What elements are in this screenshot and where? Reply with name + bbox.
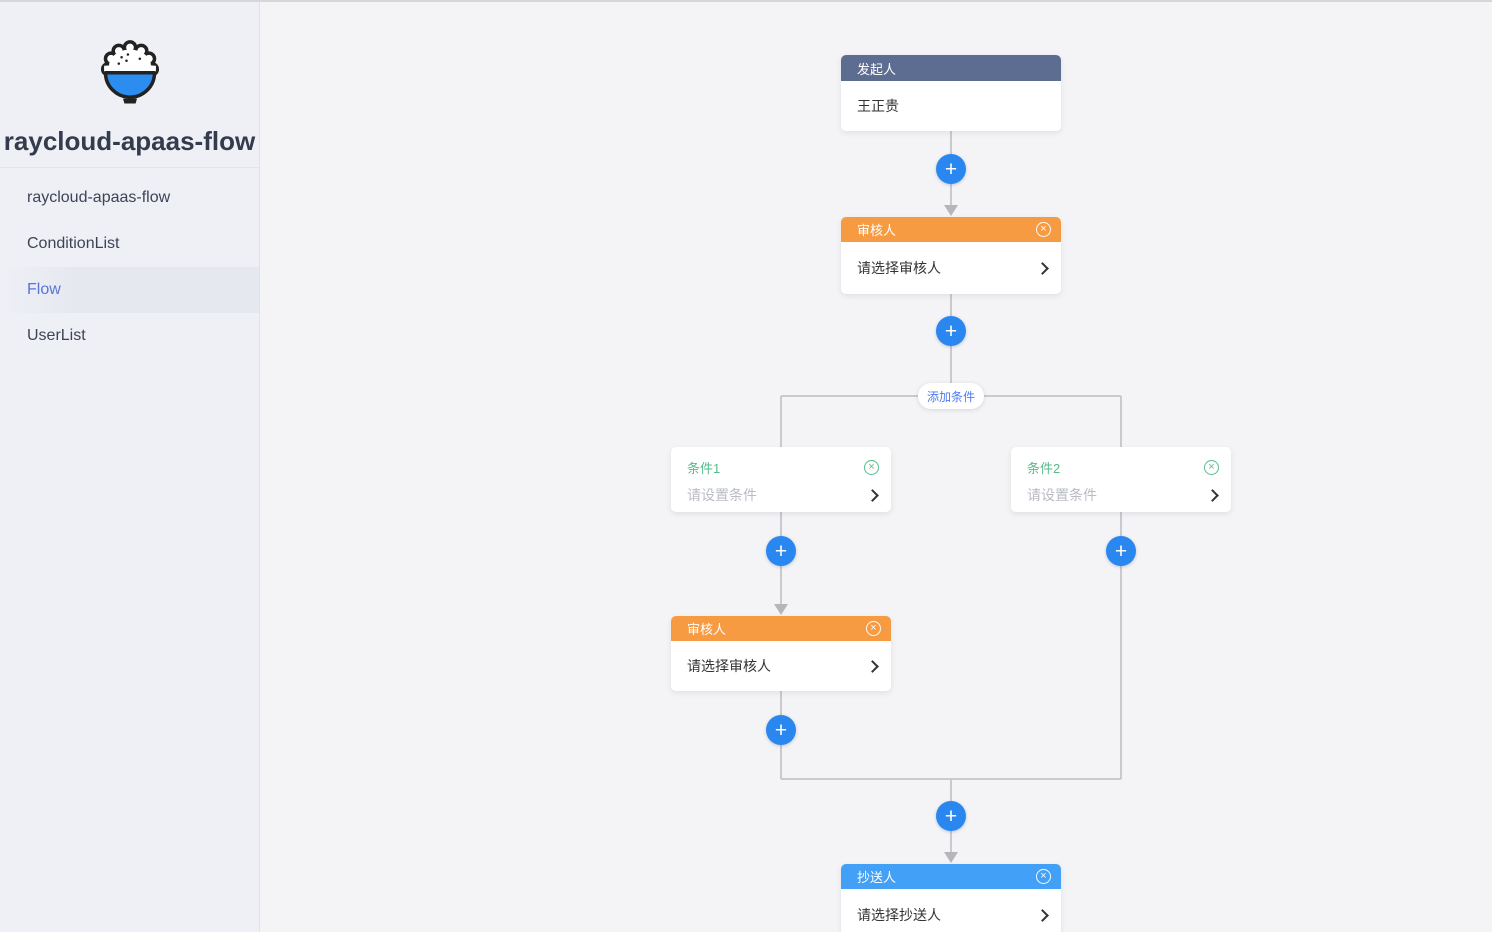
plus-icon: +	[774, 718, 788, 742]
plus-icon: +	[774, 539, 788, 563]
node-approver-1: 审核人 × 请选择审核人	[841, 217, 1061, 294]
chevron-right-icon	[1036, 261, 1049, 275]
approver-1-placeholder: 请选择审核人	[857, 260, 941, 276]
node-cc-title: 抄送人	[857, 870, 897, 885]
node-cc-header: 抄送人 ×	[841, 864, 1061, 889]
node-condition-2-body[interactable]: 请设置条件	[1027, 485, 1219, 505]
close-icon: ×	[868, 461, 875, 473]
delete-node-icon[interactable]: ×	[1036, 222, 1051, 237]
node-approver-1-header: 审核人 ×	[841, 217, 1061, 242]
node-approver-1-body[interactable]: 请选择审核人	[841, 242, 1061, 294]
chevron-right-icon	[1206, 488, 1219, 502]
node-initiator-header: 发起人	[841, 55, 1061, 81]
node-approver-2-body[interactable]: 请选择审核人	[671, 641, 891, 691]
node-condition-1: 条件1 × 请设置条件	[671, 447, 891, 512]
node-condition-2-header: 条件2 ×	[1027, 458, 1219, 477]
node-condition-2: 条件2 × 请设置条件	[1011, 447, 1231, 512]
plus-icon: +	[1114, 539, 1128, 563]
plus-icon: +	[944, 319, 958, 343]
cc-placeholder: 请选择抄送人	[857, 907, 941, 923]
window-top-edge	[0, 0, 1492, 2]
add-node-button[interactable]: +	[1106, 536, 1136, 566]
sidebar-item-conditionlist[interactable]: ConditionList	[27, 235, 120, 252]
node-cc: 抄送人 × 请选择抄送人	[841, 864, 1061, 932]
condition-2-title: 条件2	[1027, 461, 1061, 476]
node-cc-body[interactable]: 请选择抄送人	[841, 889, 1061, 932]
rice-bowl-icon	[100, 40, 159, 104]
close-icon: ×	[1208, 461, 1215, 473]
page-title: raycloud-apaas-flow	[3, 126, 256, 156]
node-initiator: 发起人 王正贵	[841, 55, 1061, 131]
sidebar-divider	[0, 167, 259, 168]
node-condition-1-body[interactable]: 请设置条件	[687, 485, 879, 505]
approver-2-placeholder: 请选择审核人	[687, 658, 771, 674]
add-condition-label: 添加条件	[926, 389, 975, 404]
node-approver-2-title: 审核人	[687, 622, 727, 637]
node-initiator-body[interactable]: 王正贵	[841, 81, 1061, 131]
arrow-down-icon	[774, 604, 788, 615]
add-condition-button[interactable]: 添加条件	[918, 383, 984, 409]
delete-node-icon[interactable]: ×	[864, 460, 879, 475]
arrow-down-icon	[944, 205, 958, 216]
node-approver-2: 审核人 × 请选择审核人	[671, 616, 891, 691]
condition-2-placeholder: 请设置条件	[1027, 487, 1097, 503]
delete-node-icon[interactable]: ×	[1204, 460, 1219, 475]
chevron-right-icon	[1036, 908, 1049, 922]
add-node-button[interactable]: +	[766, 536, 796, 566]
add-node-button[interactable]: +	[936, 154, 966, 184]
sidebar-item-raycloud-apaas-flow[interactable]: raycloud-apaas-flow	[27, 189, 171, 206]
plus-icon: +	[944, 804, 958, 828]
add-node-button[interactable]: +	[936, 316, 966, 346]
sidebar-menu: raycloud-apaas-flow ConditionList Flow U…	[0, 175, 259, 359]
condition-1-placeholder: 请设置条件	[687, 487, 757, 503]
sidebar: raycloud-apaas-flow raycloud-apaas-flow …	[0, 0, 260, 932]
close-icon: ×	[870, 622, 877, 634]
node-approver-1-title: 审核人	[857, 223, 897, 238]
add-node-button[interactable]: +	[766, 715, 796, 745]
plus-icon: +	[944, 157, 958, 181]
node-initiator-title: 发起人	[857, 61, 897, 77]
arrow-down-icon	[944, 852, 958, 863]
sidebar-item-userlist[interactable]: UserList	[27, 327, 86, 344]
node-approver-2-header: 审核人 ×	[671, 616, 891, 641]
app-logo	[0, 36, 259, 113]
node-condition-1-header: 条件1 ×	[687, 458, 879, 477]
chevron-right-icon	[866, 659, 879, 673]
condition-1-title: 条件1	[687, 461, 721, 476]
close-icon: ×	[1040, 870, 1047, 882]
close-icon: ×	[1040, 223, 1047, 235]
delete-node-icon[interactable]: ×	[1036, 869, 1051, 884]
add-node-button[interactable]: +	[936, 801, 966, 831]
delete-node-icon[interactable]: ×	[866, 621, 881, 636]
initiator-name: 王正贵	[857, 98, 899, 114]
chevron-right-icon	[866, 488, 879, 502]
sidebar-item-flow[interactable]: Flow	[0, 267, 259, 313]
